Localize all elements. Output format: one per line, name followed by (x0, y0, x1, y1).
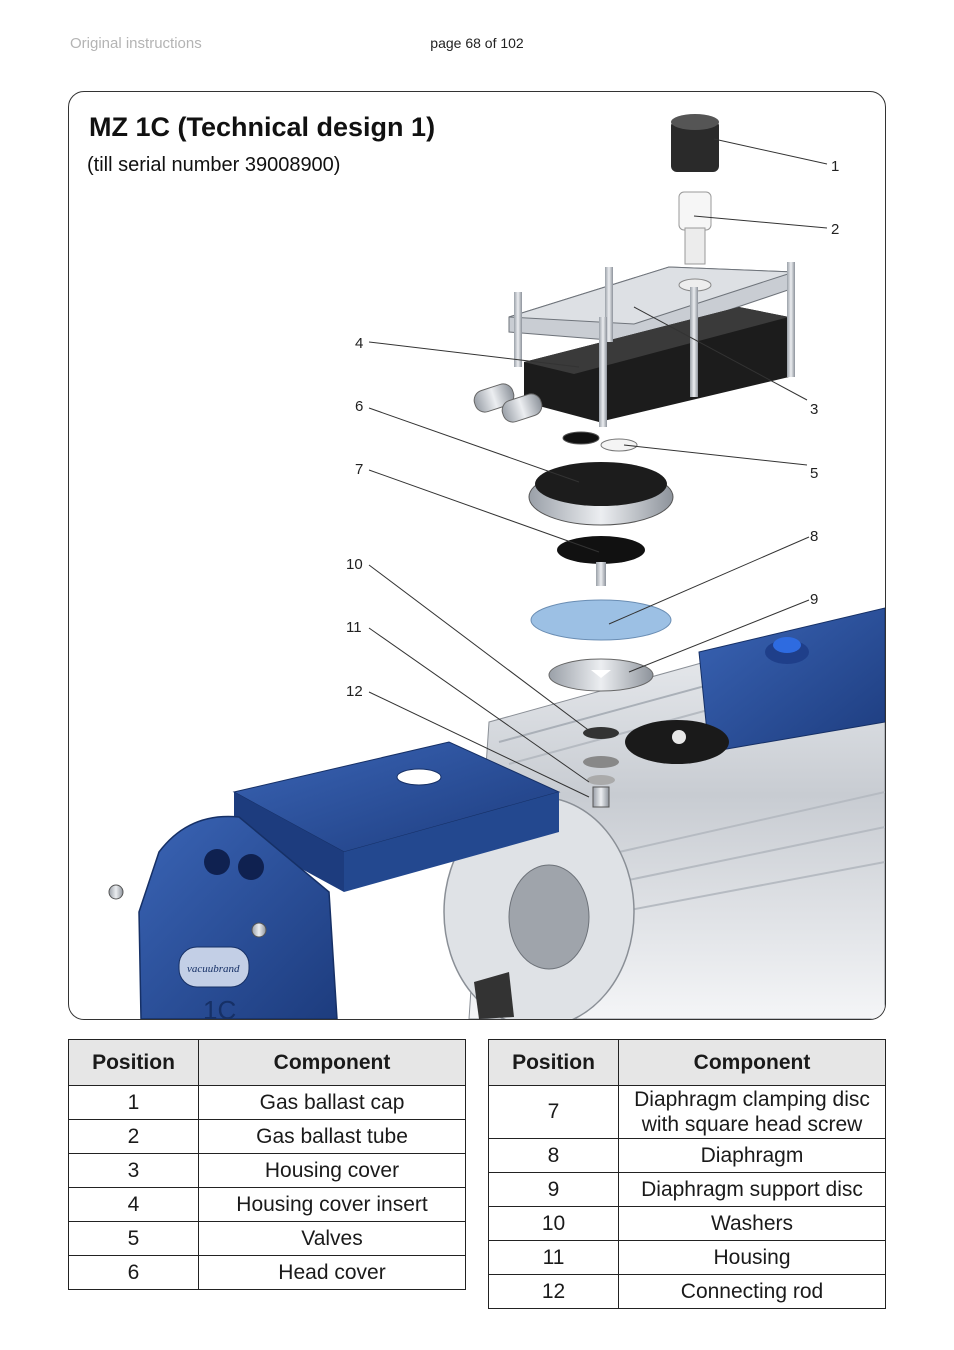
position-cell: 5 (68, 1221, 199, 1256)
component-cell: Connecting rod (618, 1274, 886, 1309)
table-header-row: Position Component (488, 1039, 886, 1086)
model-label-text: 1C (203, 995, 236, 1019)
screw-icon (251, 922, 267, 938)
position-cell: 12 (488, 1274, 619, 1309)
header-component: Component (198, 1039, 466, 1086)
position-cell: 11 (488, 1240, 619, 1275)
callout-9: 9 (810, 591, 818, 608)
component-cell: Gas ballast tube (198, 1119, 466, 1154)
exploded-view-figure: vacuubrand 1C (68, 91, 886, 1020)
connecting-rod (592, 786, 610, 808)
housing-cover-insert (473, 307, 789, 423)
position-cell: 3 (68, 1153, 199, 1188)
page-number: page 68 of 102 (430, 35, 524, 51)
bolts (514, 262, 795, 427)
position-cell: 1 (68, 1085, 199, 1120)
position-cell: 7 (488, 1085, 619, 1139)
diaphragm-clamping-disc (557, 536, 645, 586)
callout-4: 4 (355, 335, 363, 352)
component-cell: Housing (618, 1240, 886, 1275)
exploded-view-drawing: vacuubrand 1C (108, 114, 885, 1019)
diaphragm-support-disc (548, 658, 654, 692)
header-position: Position (68, 1039, 199, 1086)
leader-lines (368, 138, 828, 798)
position-cell: 10 (488, 1206, 619, 1241)
position-cell: 4 (68, 1187, 199, 1222)
component-cell: Diaphragm clamping disc with square head… (618, 1085, 886, 1139)
valves (562, 431, 638, 452)
screw-icon (108, 884, 124, 900)
brand-logo-text: vacuubrand (187, 963, 240, 975)
component-cell: Valves (198, 1221, 466, 1256)
component-cell: Head cover (198, 1255, 466, 1290)
callout-6: 6 (355, 398, 363, 415)
gas-ballast-cap (671, 114, 719, 172)
position-cell: 6 (68, 1255, 199, 1290)
blue-pump-head (625, 607, 885, 764)
callout-12: 12 (346, 683, 363, 700)
header-left-text: Original instructions (70, 35, 202, 52)
component-cell: Diaphragm support disc (618, 1172, 886, 1207)
diaphragm (530, 599, 672, 641)
header-component: Component (618, 1039, 886, 1086)
position-cell: 8 (488, 1138, 619, 1173)
component-cell: Washers (618, 1206, 886, 1241)
callout-7: 7 (355, 461, 363, 478)
table-header-row: Position Component (68, 1039, 466, 1086)
component-cell: Diaphragm (618, 1138, 886, 1173)
blue-front-panel: vacuubrand 1C (108, 741, 561, 1019)
callout-3: 3 (810, 401, 818, 418)
gas-ballast-tube (678, 191, 712, 265)
washers (583, 727, 619, 785)
component-cell: Housing cover insert (198, 1187, 466, 1222)
callout-11: 11 (346, 619, 362, 636)
callout-2: 2 (831, 221, 839, 238)
component-cell: Housing cover (198, 1153, 466, 1188)
position-cell: 9 (488, 1172, 619, 1207)
figure-subtitle: (till serial number 39008900) (87, 154, 341, 176)
component-cell: Gas ballast cap (198, 1085, 466, 1120)
callout-1: 1 (831, 158, 839, 175)
callout-10: 10 (346, 556, 363, 573)
figure-title: MZ 1C (Technical design 1) (89, 112, 436, 142)
callout-5: 5 (810, 465, 818, 482)
callout-8: 8 (810, 528, 818, 545)
header-position: Position (488, 1039, 619, 1086)
position-cell: 2 (68, 1119, 199, 1154)
head-cover (528, 462, 674, 526)
